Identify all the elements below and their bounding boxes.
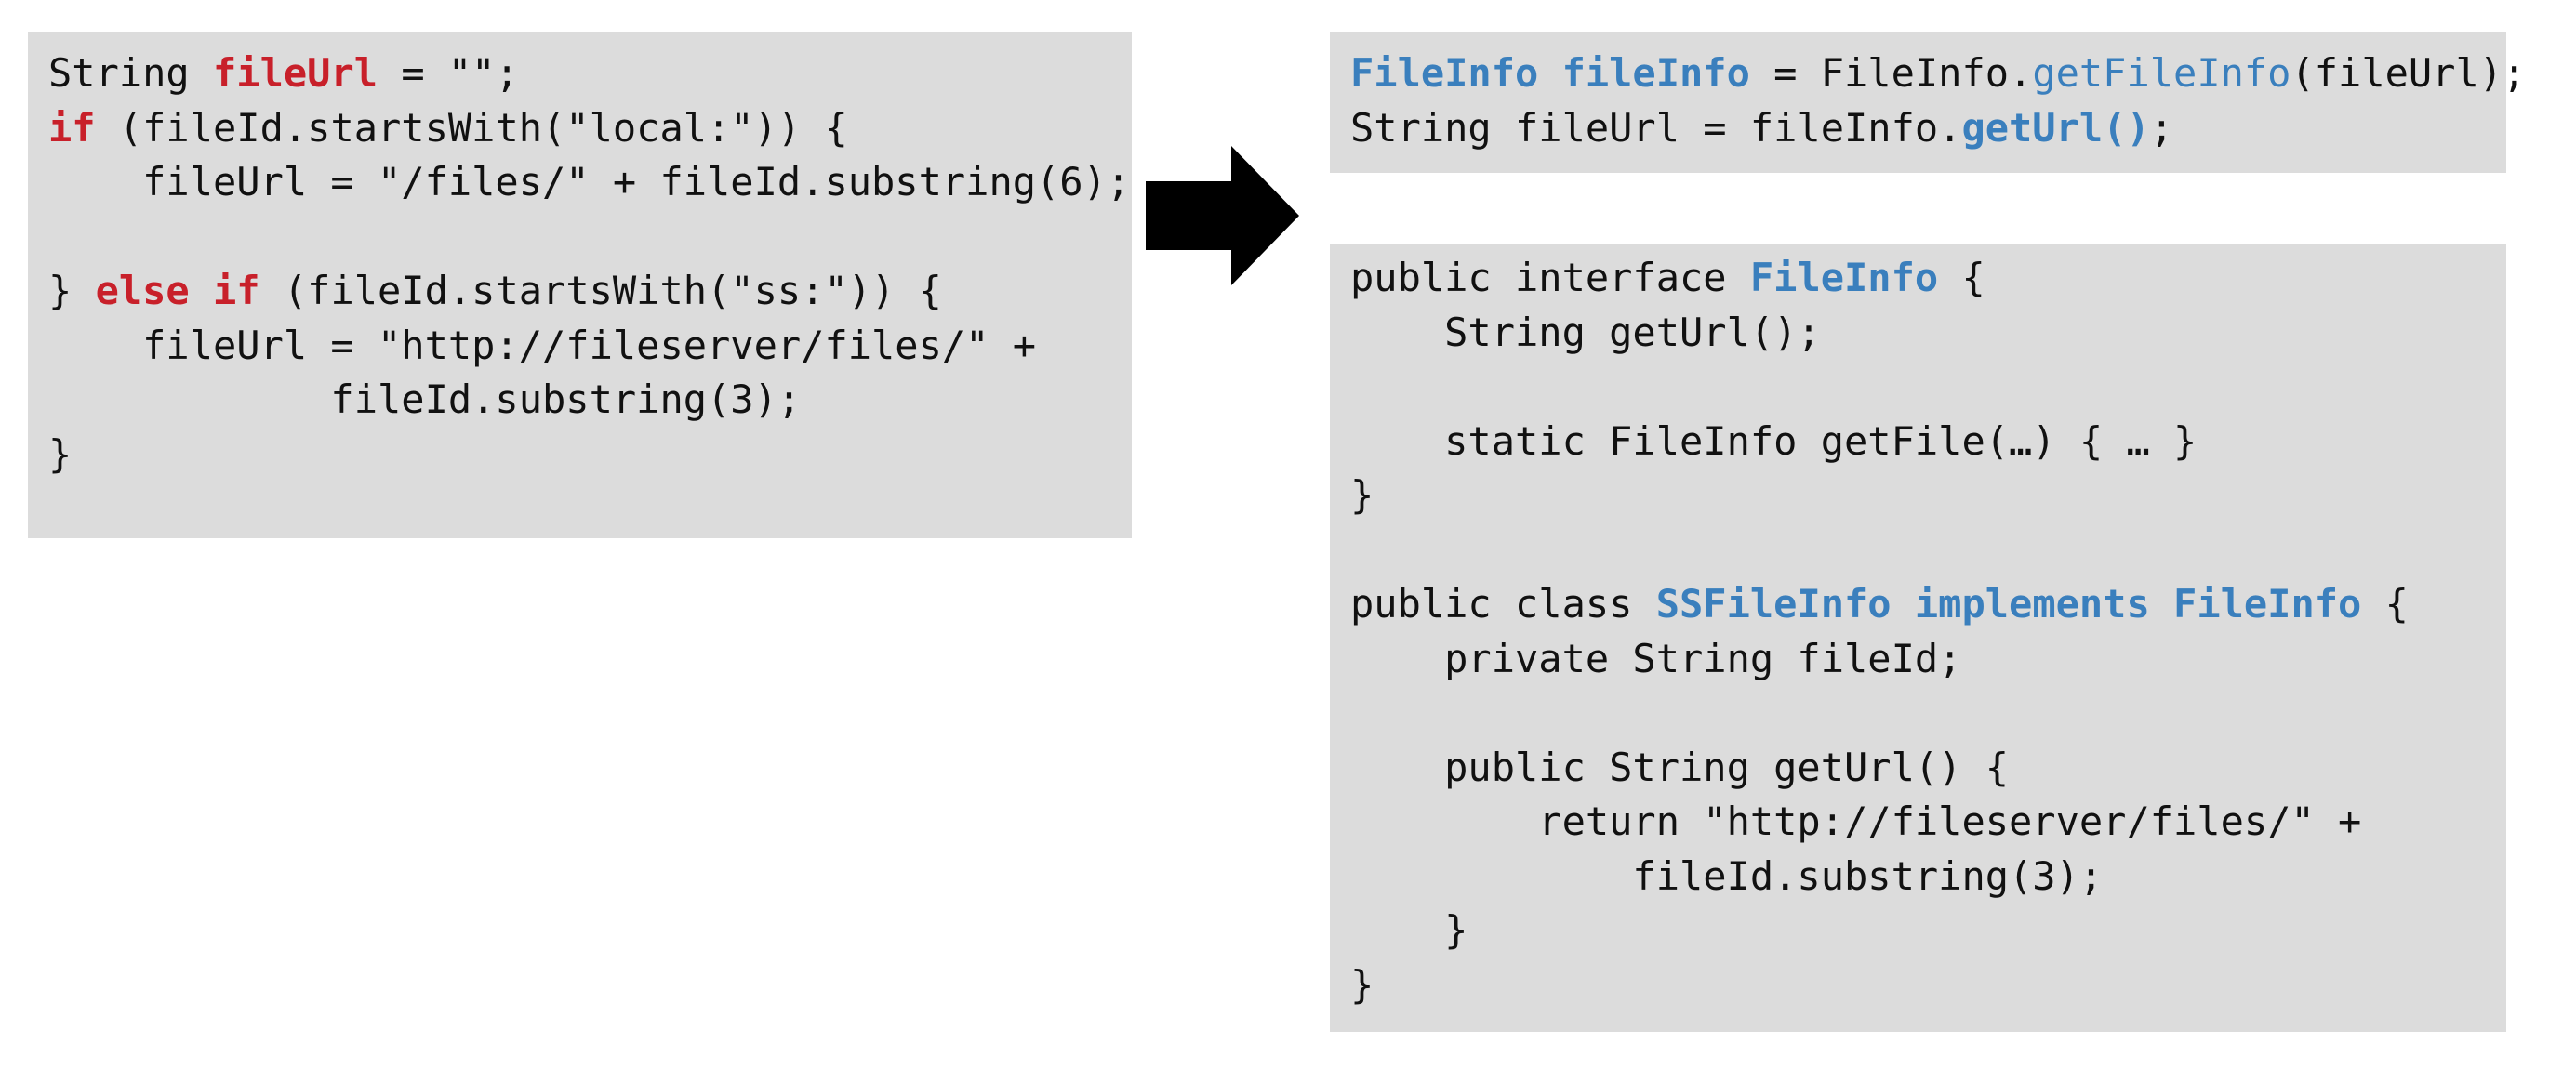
after-usage-code-text: FileInfo fileInfo = FileInfo.getFileInfo… [1350,46,2526,155]
code-text: { [2361,581,2409,627]
code-line: String fileUrl = fileInfo.getUrl(); [1350,101,2526,156]
code-text: (fileUrl); [2291,50,2527,96]
code-line: public String getUrl() { [1350,741,2409,796]
code-text: = FileInfo. [1749,50,2033,96]
code-line: static FileInfo getFile(…) { … } [1350,415,2409,469]
code-text: } [48,430,73,477]
code-line: fileUrl = "/files/" + fileId.substring(6… [48,155,1130,210]
before-code-text: String fileUrl = "";if (fileId.startsWit… [48,46,1130,482]
code-text: = ""; [378,50,519,96]
code-text: (fileId.startsWith("ss:")) { [259,268,942,313]
code-line [1350,686,2409,741]
code-line [1350,523,2409,578]
code-line: } else if (fileId.startsWith("ss:")) { [48,264,1130,319]
code-highlight: fileUrl [213,50,378,96]
code-text: return "http://fileserver/files/" + [1350,798,2362,844]
code-line: FileInfo fileInfo = FileInfo.getFileInfo… [1350,46,2526,101]
code-line: } [1350,469,2409,523]
code-text: { [1938,255,1985,300]
code-text: } [1350,961,1374,1008]
code-highlight: if [48,104,96,151]
code-line: } [1350,904,2409,958]
after-definition-code-block: public interface FileInfo { String getUr… [1330,244,2506,1032]
code-text: public String getUrl() { [1350,744,2010,790]
code-line: private String fileId; [1350,632,2409,687]
code-line: } [48,428,1130,482]
code-highlight: FileInfo [1749,255,1939,300]
code-line [48,210,1130,265]
code-line: public interface FileInfo { [1350,251,2409,306]
code-text: public class [1350,581,1656,627]
code-text: ; [2149,104,2174,151]
code-highlight: else if [95,268,260,313]
code-line: } [1350,958,2409,1013]
after-definition-code-text: public interface FileInfo { String getUr… [1350,251,2409,1012]
code-text: } [1350,472,1374,518]
code-line: fileUrl = "http://fileserver/files/" + [48,319,1130,374]
code-text: fileUrl = "/files/" + fileId.substring(6… [48,159,1131,205]
code-text: private String fileId; [1350,635,1962,681]
code-text: String fileUrl = fileInfo. [1350,104,1962,151]
code-text: } [48,268,96,313]
code-text: } [1350,907,1468,953]
code-line: String fileUrl = ""; [48,46,1130,101]
code-line: fileId.substring(3); [1350,850,2409,904]
code-highlight: getUrl() [1961,104,2150,151]
code-line: public class SSFileInfo implements FileI… [1350,577,2409,632]
code-highlight: FileInfo fileInfo [1350,50,1750,96]
code-text: public interface [1350,255,1750,300]
code-highlight: SSFileInfo implements FileInfo [1655,581,2362,627]
code-text: static FileInfo getFile(…) { … } [1350,417,2198,464]
code-highlight: getFileInfo [2032,50,2291,96]
code-text: fileId.substring(3); [1350,852,2104,899]
code-line: fileId.substring(3); [48,373,1130,428]
code-line: String getUrl(); [1350,306,2409,361]
code-line: return "http://fileserver/files/" + [1350,795,2409,850]
code-line: if (fileId.startsWith("local:")) { [48,101,1130,156]
code-text: (fileId.startsWith("local:")) { [95,104,848,151]
code-text: String getUrl(); [1350,309,1821,355]
after-usage-code-block: FileInfo fileInfo = FileInfo.getFileInfo… [1330,32,2526,173]
code-text: fileUrl = "http://fileserver/files/" + [48,322,1037,368]
code-text: fileId.substring(3); [48,376,802,422]
code-line [1350,360,2409,415]
before-code-block: String fileUrl = "";if (fileId.startsWit… [28,32,1132,538]
right-arrow-icon [1146,146,1299,285]
code-text: String [48,50,214,96]
